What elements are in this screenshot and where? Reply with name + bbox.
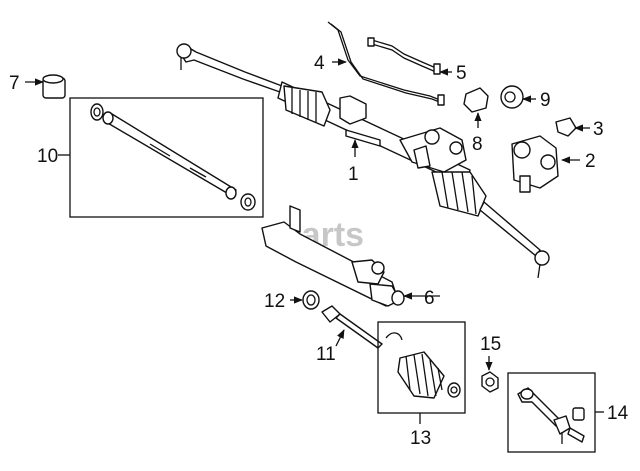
inner-tie-rod-kit-box: [69, 97, 264, 218]
callout-14: 14: [607, 403, 629, 424]
nut-part: [481, 371, 499, 393]
callout-9: 9: [540, 90, 551, 111]
callout-13: 13: [410, 428, 431, 449]
steering-rack-assembly: [176, 43, 550, 279]
outer-tie-rod-end: [517, 387, 585, 444]
leader-11: [335, 329, 345, 347]
callout-10: 10: [37, 146, 58, 167]
callout-3: 3: [593, 119, 604, 140]
callout-5: 5: [456, 63, 467, 84]
mount-insulator-part: [500, 85, 524, 109]
callout-15: 15: [480, 334, 501, 355]
mount-bushing-part: [463, 87, 489, 113]
inner-tie-rod-kit: [90, 103, 256, 211]
rack-housing: [261, 205, 405, 307]
callout-4: 4: [314, 53, 325, 74]
control-valve-housing: [511, 135, 559, 193]
retaining-clip-part: [555, 117, 577, 137]
bellows-kit-box: [377, 321, 466, 414]
callout-7: 7: [9, 73, 20, 94]
bushing-part: [42, 74, 66, 99]
callout-6: 6: [424, 288, 435, 309]
callout-8: 8: [472, 134, 483, 155]
pressure-lines: [327, 21, 445, 106]
inner-tie-rod: [321, 305, 383, 349]
bellows-kit: [385, 332, 461, 399]
callout-12: 12: [264, 291, 285, 312]
seal-part: [302, 290, 320, 310]
callout-2: 2: [585, 151, 596, 172]
callout-11: 11: [316, 344, 336, 365]
callout-1: 1: [348, 164, 359, 185]
